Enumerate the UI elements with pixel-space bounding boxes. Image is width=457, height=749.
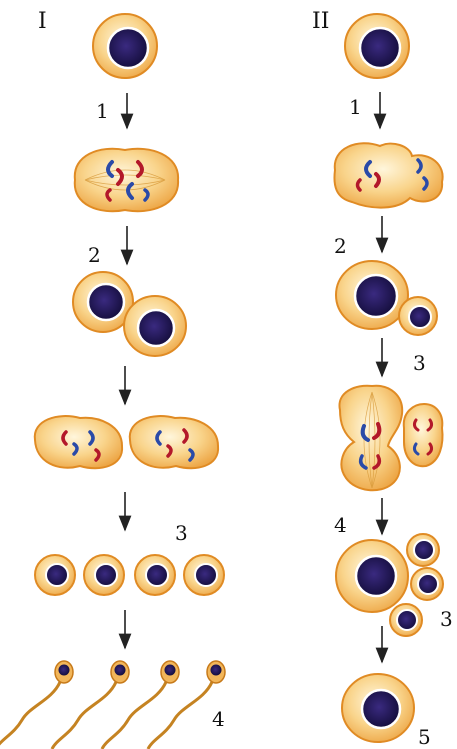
- dividing-cells-meiosis-2: [35, 416, 218, 468]
- stage-label-II-1: 1: [349, 95, 362, 119]
- spermatogonium-cell: [93, 14, 157, 78]
- stage-label-II-4: 4: [334, 513, 347, 537]
- stage-label-I-3: 3: [175, 521, 188, 545]
- stage-label-I-4: 4: [212, 707, 225, 731]
- dividing-cell-meiosis-1: [75, 149, 178, 212]
- oogonium-cell: [345, 14, 409, 78]
- dividing-oocyte-meiosis-1: [334, 143, 442, 207]
- mature-ovum: [342, 674, 414, 742]
- stage-label-II-5: 3: [440, 607, 453, 631]
- stage-label-II-3: 3: [413, 351, 426, 375]
- dividing-cells-meiosis-2-oocyte: [339, 386, 442, 491]
- stage-label-II-2: 2: [334, 234, 347, 258]
- stage-label-II-6: 5: [418, 725, 431, 749]
- column-label-II: II: [312, 9, 329, 34]
- secondary-cells-pair: [73, 272, 186, 356]
- column-label-I: I: [38, 9, 47, 34]
- ootid-with-polar-bodies: [336, 534, 443, 636]
- spermatids-row: [35, 555, 224, 595]
- secondary-oocyte-with-polar-body: [336, 261, 437, 335]
- sperm-cells-row: [0, 661, 225, 749]
- stage-label-I-2: 2: [88, 243, 101, 267]
- stage-label-I-1: 1: [96, 99, 109, 123]
